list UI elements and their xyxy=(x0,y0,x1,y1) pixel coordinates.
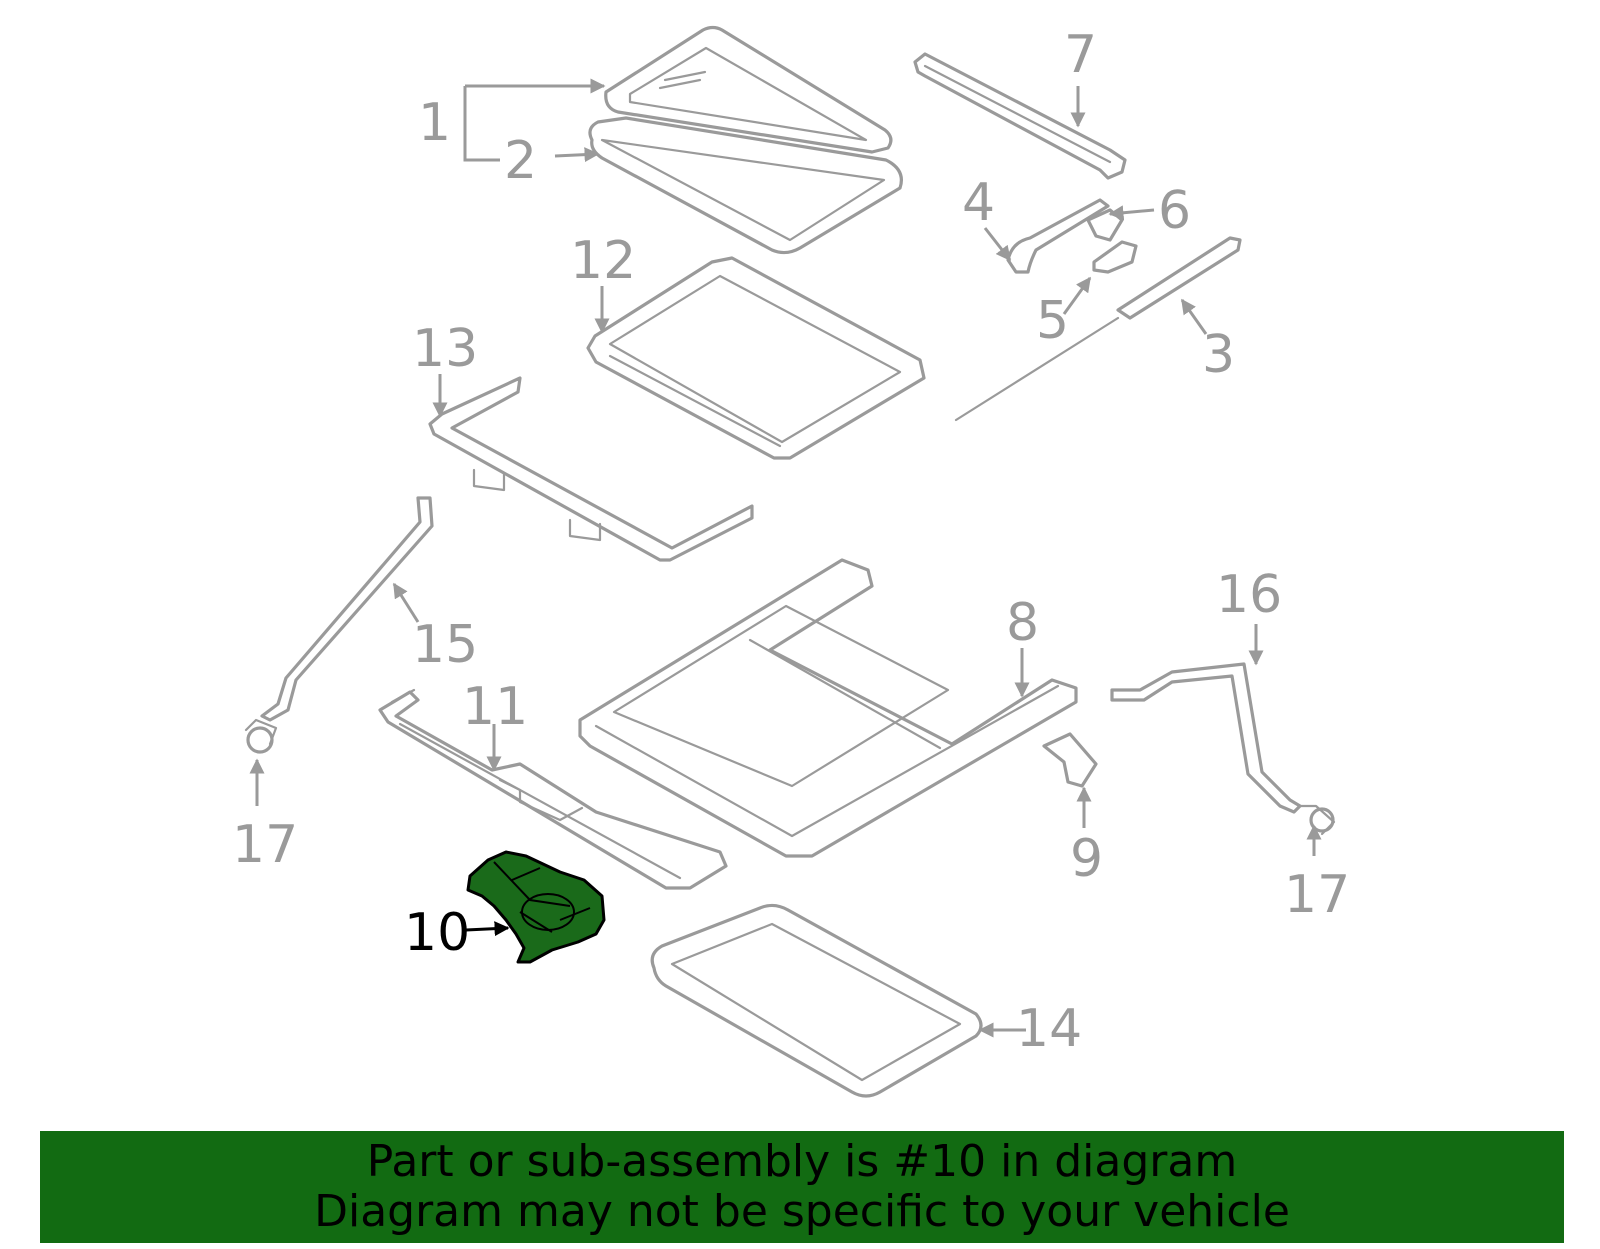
callout-9: 9 xyxy=(1070,829,1103,889)
callout-7: 7 xyxy=(1064,25,1097,85)
callout-11: 11 xyxy=(462,677,528,737)
banner-line-part-number: Part or sub-assembly is #10 in diagram xyxy=(366,1136,1238,1187)
callout-17b: 17 xyxy=(1284,865,1350,925)
callout-2: 2 xyxy=(504,131,537,191)
part-13-shade-panel xyxy=(428,376,754,562)
part-14-seal xyxy=(650,903,983,1098)
callout-13: 13 xyxy=(412,319,478,379)
callout-15: 15 xyxy=(412,615,478,675)
part-1-glass-panel xyxy=(604,25,893,154)
callout-8: 8 xyxy=(1006,593,1039,653)
part-7-front-rail xyxy=(913,52,1127,180)
part-8-housing xyxy=(578,558,1078,858)
callout-17a: 17 xyxy=(232,815,298,875)
banner-line-disclaimer: Diagram may not be specific to your vehi… xyxy=(314,1186,1290,1237)
leader-lines xyxy=(249,78,1322,1038)
callout-14: 14 xyxy=(1016,999,1082,1059)
callout-1: 1 xyxy=(418,93,451,153)
callout-3: 3 xyxy=(1202,325,1235,385)
part-12-shade-frame xyxy=(586,256,926,460)
callout-12: 12 xyxy=(570,231,636,291)
callout-5: 5 xyxy=(1036,291,1069,351)
callout-6: 6 xyxy=(1158,181,1191,241)
part-9-bracket xyxy=(1042,732,1098,788)
part-5-guide xyxy=(1092,240,1138,274)
part-4-bracket xyxy=(1006,198,1110,274)
part-15-drain-hose xyxy=(244,496,434,754)
part-6-clip xyxy=(1086,208,1124,242)
part-16-drain-hose xyxy=(1110,662,1336,836)
callout-4: 4 xyxy=(962,173,995,233)
notice-banner: Part or sub-assembly is #10 in diagram D… xyxy=(40,1131,1564,1243)
part-10-sunroof-motor xyxy=(466,850,606,964)
part-3-drive-cable xyxy=(954,236,1242,422)
callout-16: 16 xyxy=(1216,565,1282,625)
callout-labels: 1 2 7 4 6 5 3 12 13 15 17 11 8 9 16 17 1… xyxy=(232,25,1350,1059)
callout-10-highlighted: 10 xyxy=(404,903,470,963)
part-11-track xyxy=(378,688,728,890)
